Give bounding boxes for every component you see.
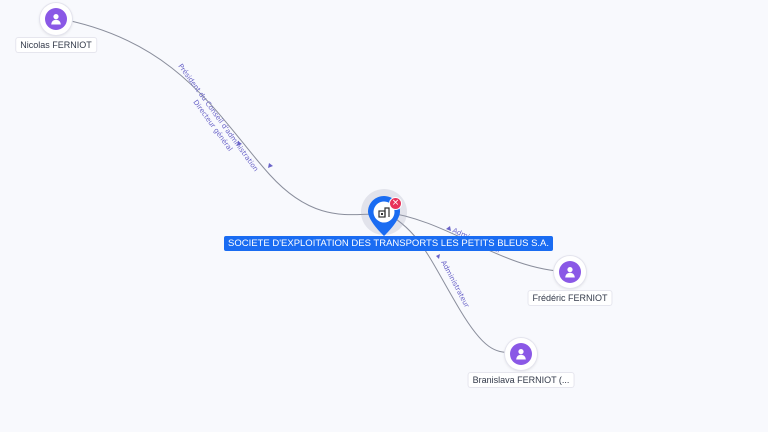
- relation-label-president: Président du Conseil d'administration: [176, 62, 259, 173]
- arrow-icon: [446, 226, 451, 231]
- close-icon[interactable]: ×: [389, 197, 402, 210]
- person-avatar[interactable]: [505, 338, 537, 370]
- arrow-icon: [237, 141, 242, 146]
- person-icon: [559, 261, 581, 283]
- company-name-label[interactable]: SOCIETE D'EXPLOITATION DES TRANSPORTS LE…: [224, 236, 554, 251]
- edge-label-nicolas: Président du Conseil d'administration Di…: [176, 62, 259, 173]
- person-name-label[interactable]: Frédéric FERNIOT: [528, 291, 612, 305]
- arrow-icon: [268, 163, 273, 168]
- person-name-label[interactable]: Nicolas FERNIOT: [16, 38, 96, 52]
- edge-nicolas-company: [55, 17, 385, 216]
- person-avatar[interactable]: [554, 256, 586, 288]
- person-icon: [45, 8, 67, 30]
- person-name-label[interactable]: Branislava FERNIOT (...: [468, 373, 574, 387]
- arrow-icon: [436, 254, 440, 259]
- person-avatar[interactable]: [40, 3, 72, 35]
- building-icon: [378, 207, 390, 218]
- person-icon: [510, 343, 532, 365]
- edge-branislava-company: [383, 211, 521, 355]
